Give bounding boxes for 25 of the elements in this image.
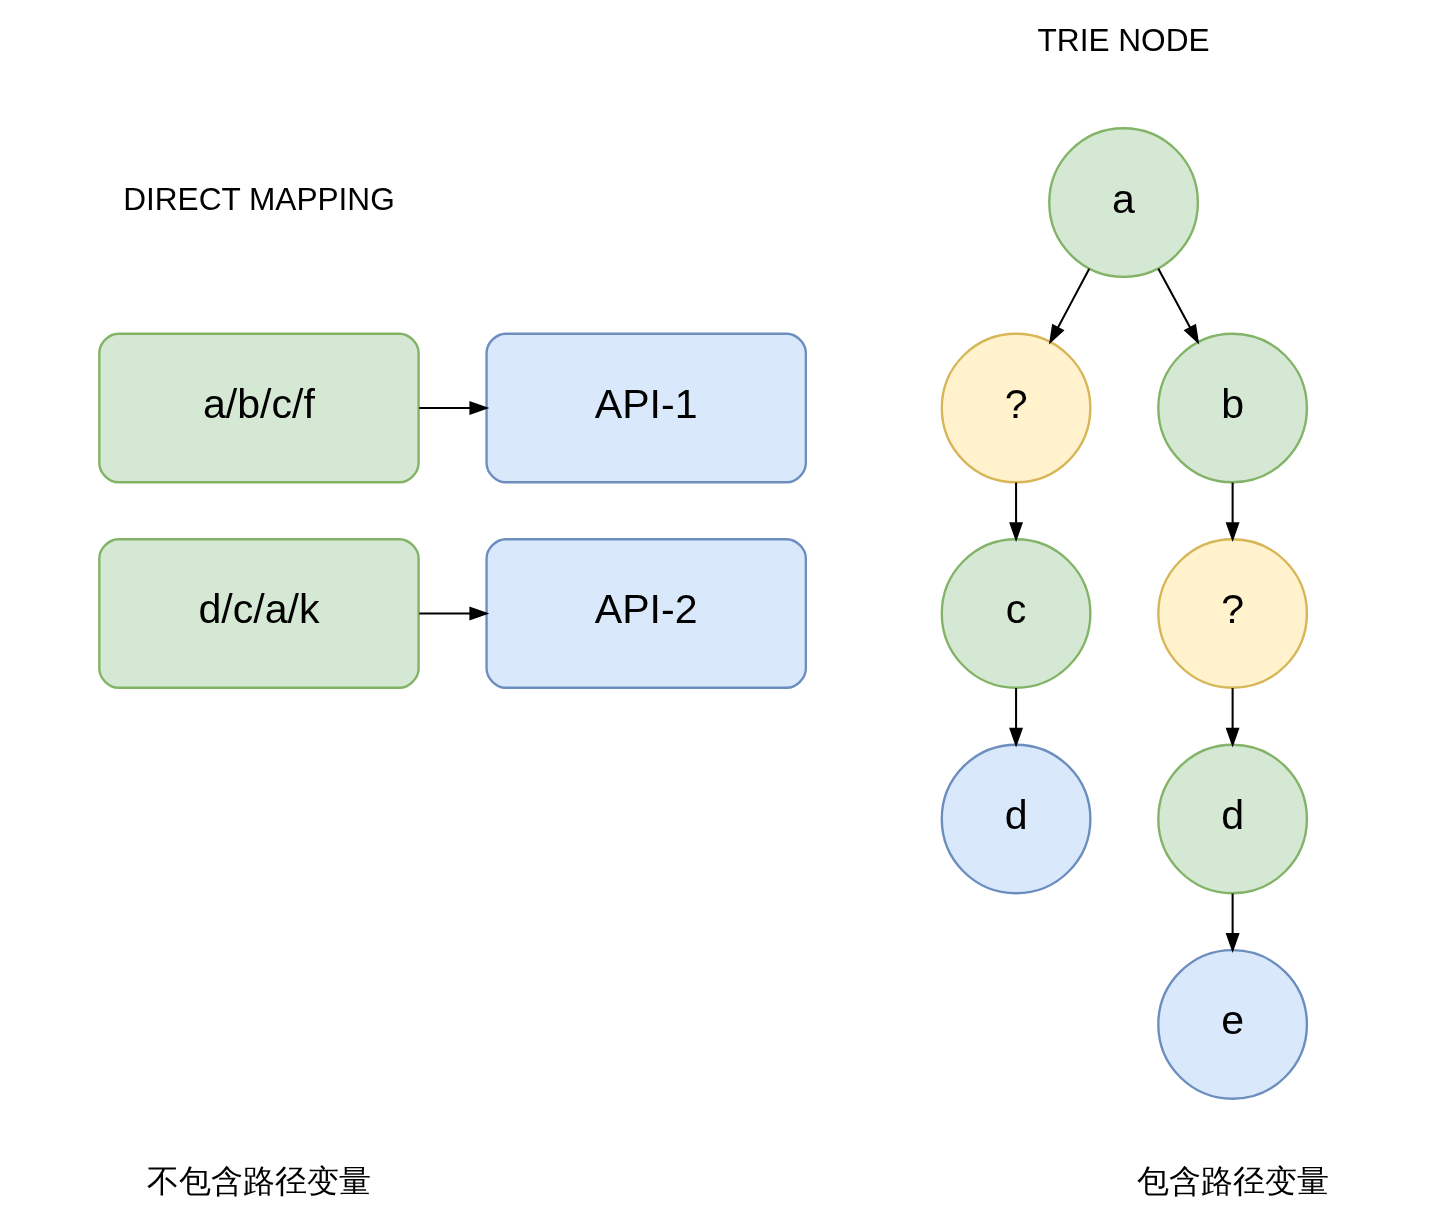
arrow bbox=[1225, 893, 1240, 954]
node-box: a/b/c/f bbox=[97, 332, 420, 484]
arrow bbox=[418, 606, 489, 621]
node-box: API-1 bbox=[484, 332, 807, 484]
node-circle: d bbox=[940, 743, 1092, 895]
node-box: API-2 bbox=[484, 538, 807, 689]
arrow bbox=[1008, 688, 1023, 748]
arrow bbox=[1008, 482, 1023, 543]
arrow bbox=[1225, 482, 1240, 543]
arrow bbox=[1156, 268, 1199, 345]
node-circle: c bbox=[940, 538, 1092, 689]
label: 包含路径变量 bbox=[1136, 1163, 1329, 1199]
label: DIRECT MAPPING bbox=[122, 181, 395, 218]
node-circle: ? bbox=[1156, 538, 1308, 689]
node-circle: d bbox=[1156, 743, 1308, 895]
node-circle: b bbox=[1156, 332, 1308, 484]
label: TRIE NODE bbox=[1037, 21, 1210, 58]
node-box: d/c/a/k bbox=[97, 538, 420, 689]
arrow bbox=[1048, 268, 1090, 345]
node-circle: a bbox=[1047, 127, 1199, 278]
node-circle: e bbox=[1156, 949, 1308, 1100]
node-circle: ? bbox=[940, 332, 1092, 484]
arrow bbox=[418, 401, 489, 415]
arrow bbox=[1225, 688, 1240, 748]
label: 不包含路径变量 bbox=[146, 1163, 371, 1199]
